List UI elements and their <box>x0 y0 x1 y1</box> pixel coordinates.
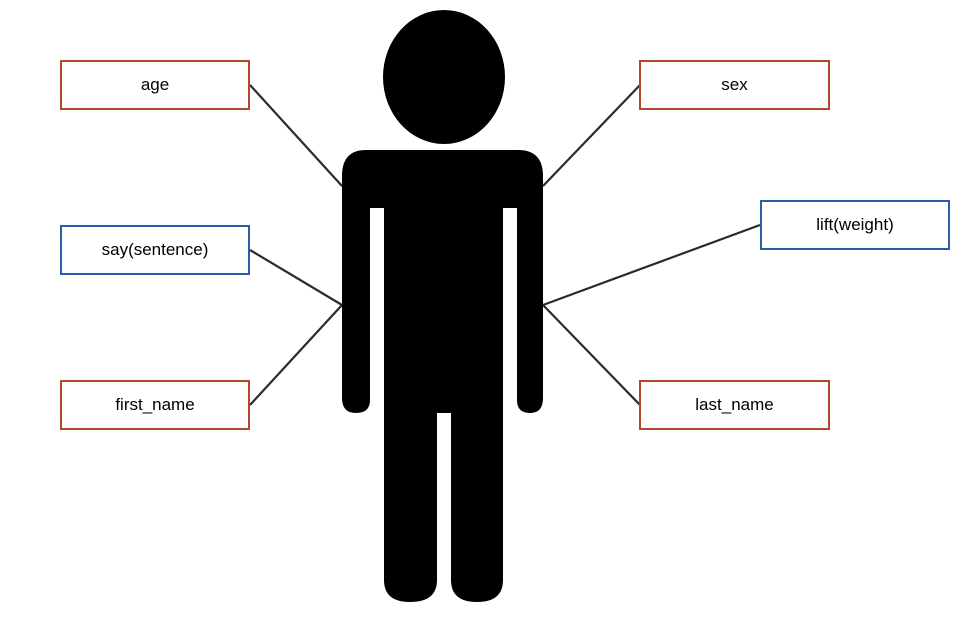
person-icon <box>342 10 543 602</box>
connector-first-name <box>249 304 343 406</box>
person-head <box>383 10 505 144</box>
connector-lift <box>542 223 761 307</box>
lift-label: lift(weight) <box>816 215 894 234</box>
first-name-label: first_name <box>115 395 195 414</box>
connectors <box>249 84 761 406</box>
connector-age <box>249 84 343 187</box>
last-name-box: last_name <box>639 380 830 430</box>
connector-say <box>249 249 343 306</box>
connector-last-name <box>542 304 641 406</box>
age-box: age <box>60 60 250 110</box>
age-label: age <box>140 75 170 94</box>
sex-box: sex <box>639 60 830 110</box>
sex-label: sex <box>721 75 748 94</box>
last-name-label: last_name <box>695 395 774 414</box>
lift-box: lift(weight) <box>760 200 950 250</box>
first-name-box: first_name <box>60 380 250 430</box>
say-label: say(sentence) <box>101 240 209 259</box>
connector-sex <box>542 84 641 187</box>
say-box: say(sentence) <box>60 225 250 275</box>
person-body <box>342 150 543 602</box>
